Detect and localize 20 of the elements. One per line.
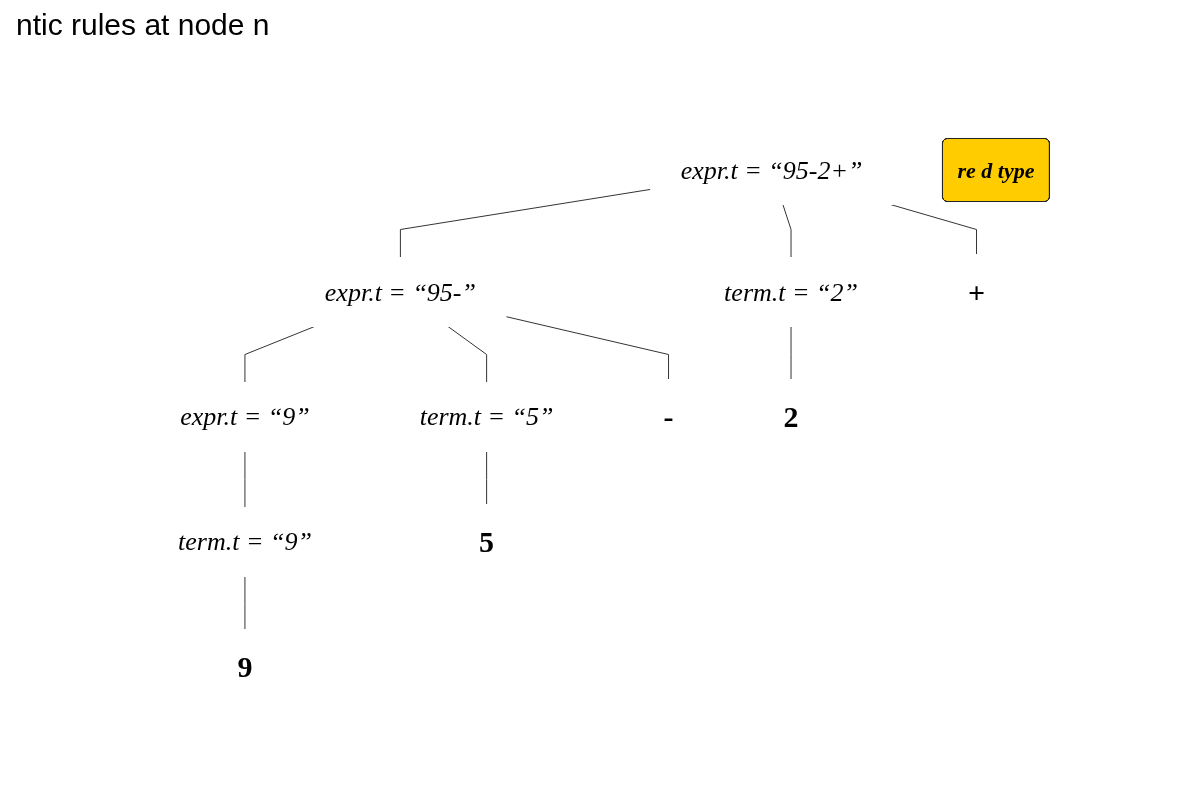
node-text: expr.t = “9” [180, 402, 310, 432]
connector [400, 188, 652, 258]
node-text: 2 [783, 400, 799, 434]
node-text: term.t = “5” [419, 402, 554, 432]
connector [244, 451, 246, 508]
node-text: term.t = “2” [724, 277, 859, 307]
node-text: term.t = “9” [178, 527, 313, 557]
connector [244, 576, 246, 630]
connector [505, 316, 670, 380]
node-text: - [663, 400, 674, 434]
connector [890, 204, 978, 255]
connector [782, 204, 792, 258]
node-text: expr.t = “95-2+” [681, 155, 863, 185]
connector [447, 326, 488, 383]
node-text: 9 [237, 650, 253, 684]
node-text: 5 [479, 525, 495, 559]
title: ntic rules at node n [16, 8, 271, 42]
node-text: + [968, 275, 986, 309]
connector [486, 451, 488, 505]
node-text: expr.t = “95-” [325, 277, 477, 307]
